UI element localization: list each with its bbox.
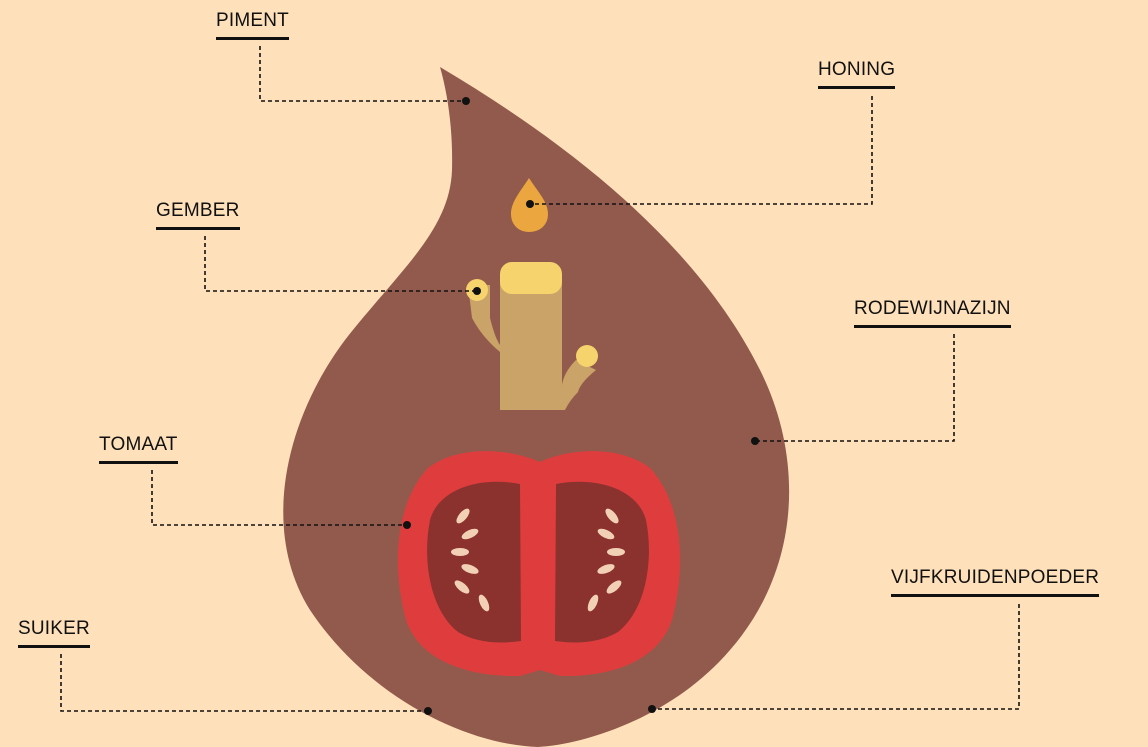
label-tomaat: TOMAAT <box>99 434 178 464</box>
dot-tomaat <box>403 521 411 529</box>
label-gember: GEMBER <box>156 200 240 230</box>
dot-vijfkruidenpoeder <box>648 705 656 713</box>
label-suiker: SUIKER <box>18 618 90 648</box>
tomato-half-icon <box>398 451 680 676</box>
label-vijfkruidenpoeder: VIJFKRUIDENPOEDER <box>891 567 1099 597</box>
dot-suiker <box>424 707 432 715</box>
dot-honing <box>526 200 534 208</box>
dot-piment <box>462 97 470 105</box>
label-piment: PIMENT <box>216 10 289 40</box>
label-honing: HONING <box>818 59 895 89</box>
label-rodewijnazijn: RODEWIJNAZIJN <box>854 298 1011 328</box>
dot-gember <box>473 287 481 295</box>
leader-piment <box>260 46 466 101</box>
leader-rodewijnazijn <box>755 334 954 441</box>
dot-rodewijnazijn <box>751 437 759 445</box>
